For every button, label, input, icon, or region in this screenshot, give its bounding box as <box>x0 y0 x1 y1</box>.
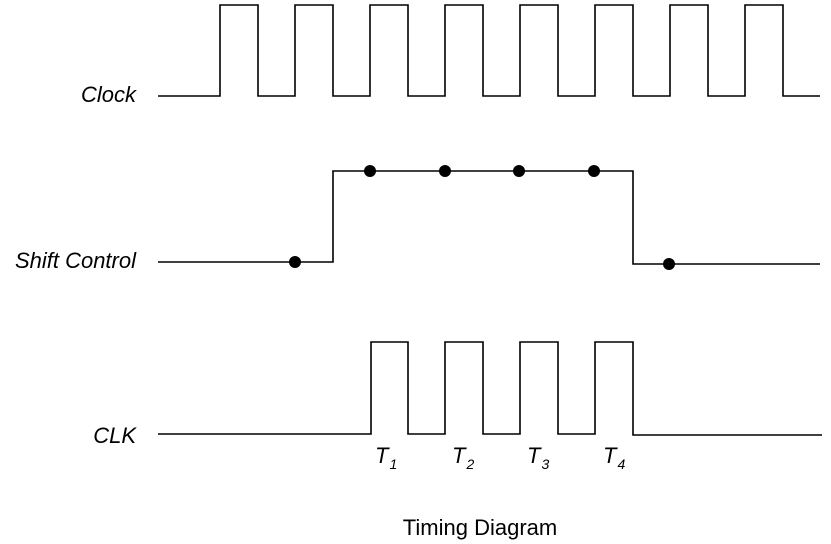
shift-control-label: Shift Control <box>15 248 137 273</box>
shift-control-sample-dot <box>439 165 451 177</box>
clk-label: CLK <box>93 423 137 448</box>
clock-waveform <box>158 4 820 97</box>
shift-control-sample-dot <box>588 165 600 177</box>
shift-control-sample-dot <box>289 256 301 268</box>
shift-control-waveform <box>158 170 820 265</box>
pulse-label-t3: T3 <box>527 443 549 472</box>
shift-control-sample-dot <box>513 165 525 177</box>
shift-control-sample-dot <box>364 165 376 177</box>
diagram-caption: Timing Diagram <box>403 515 557 540</box>
shift-control-sample-dot <box>663 258 675 270</box>
pulse-label-t1: T1 <box>375 443 397 472</box>
pulse-label-t2: T2 <box>452 443 474 472</box>
clock-label: Clock <box>81 82 137 107</box>
clk-waveform <box>158 341 822 436</box>
pulse-label-t4: T4 <box>603 443 625 472</box>
